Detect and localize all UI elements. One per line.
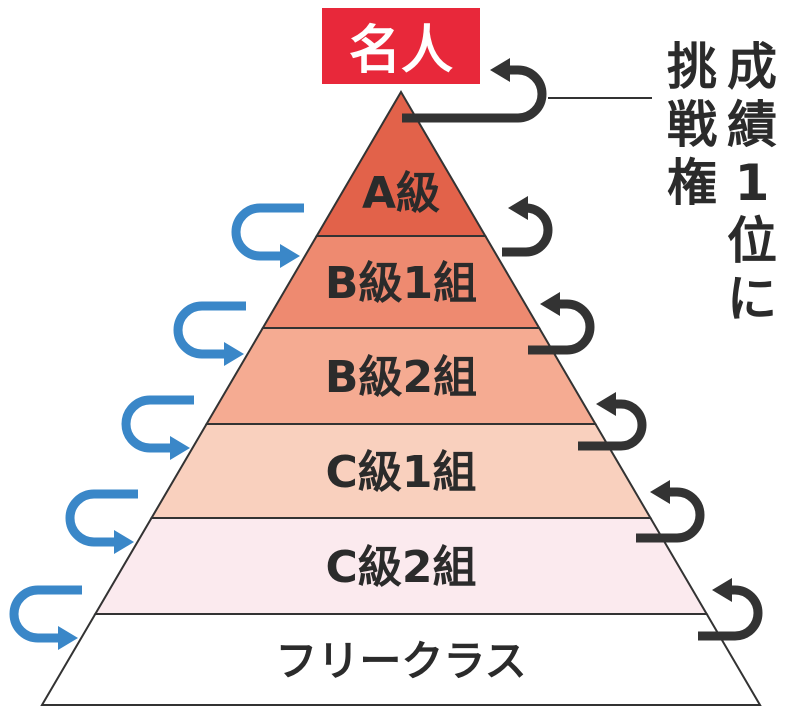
challenge-note-char: 績 [727,96,777,154]
promotion-arrow [528,299,595,355]
promotion-arrow [698,585,763,641]
promotion-arrows [402,58,763,641]
challenge-note-char: に [727,270,777,328]
promotion-arrow [402,65,547,123]
tier-band [40,613,762,706]
demotion-arrow [231,203,304,261]
promotion-arrowhead [490,58,510,82]
challenge-note-char: 位 [727,212,777,270]
demotion-arrowhead [114,530,134,554]
challenge-note-char: 1 [735,154,770,212]
demotion-arrowhead [58,626,78,650]
title-label: 名人 [349,21,453,81]
promotion-arrowhead [540,292,560,316]
promotion-arrow [636,487,705,543]
demotion-arrowhead [170,436,190,460]
tier-label: B級1組 [325,258,477,309]
demotion-arrows [9,203,304,650]
challenge-note-char: 成 [727,38,777,96]
challenge-note-char: 権 [667,154,717,212]
promotion-arrow [502,203,553,257]
tier-label: A級 [362,168,440,219]
challenge-note-char: 戦 [667,96,717,154]
demotion-arrow [65,489,138,547]
demotion-arrow [173,301,246,359]
demotion-arrowhead [280,244,300,268]
promotion-arrowhead [508,196,528,220]
demotion-arrow [9,585,82,643]
tier-label: B級2組 [325,352,477,403]
demotion-arrow [121,395,194,453]
promotion-arrowhead [596,392,616,416]
tier-label: フリークラス [275,637,526,686]
tier-label: C級1組 [326,447,477,498]
promotion-arrow [578,399,647,451]
tier-label: C級2組 [326,542,477,593]
demotion-arrowhead [224,342,244,366]
challenge-note-char: 挑 [667,38,717,96]
promotion-arrowhead [712,578,732,602]
promotion-arrowhead [650,480,670,504]
title-box [322,8,480,84]
